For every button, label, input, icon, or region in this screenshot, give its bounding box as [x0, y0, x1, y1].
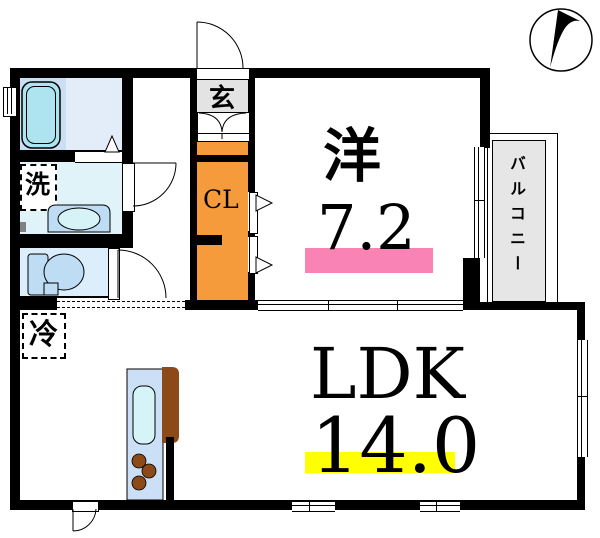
wall-west — [10, 68, 20, 510]
wall-closet-east-c — [248, 272, 255, 310]
label-ldk-area: 14.0 — [311, 401, 481, 490]
closet-door-leaf-1 — [249, 192, 258, 234]
shoe-cabinet — [197, 112, 250, 135]
service-door-arc — [72, 508, 97, 532]
washer-space — [20, 164, 57, 211]
ldk-area-highlight — [305, 452, 455, 473]
bathroom-tub-zone — [20, 78, 66, 150]
toilet-room-south-line — [20, 296, 118, 298]
closet-door-leaf-2 — [249, 236, 258, 274]
label-ldk: LDK — [310, 333, 465, 415]
western-room-area-highlight — [305, 248, 433, 273]
room-sliding-partition — [258, 300, 463, 311]
bath-window — [3, 87, 17, 117]
label-western-room: 洋 — [323, 122, 382, 190]
hall-ldk-opening — [57, 301, 185, 308]
north-compass-icon — [529, 8, 593, 72]
wall-closet-east-b — [248, 231, 255, 237]
kitchen-wall-stub — [166, 437, 174, 501]
label-closet: CL — [203, 185, 239, 214]
ldk-south-window-2 — [420, 501, 460, 512]
label-western-room-area: 7.2 — [317, 191, 416, 264]
bath-door-opening — [75, 151, 122, 163]
kitchen-counter — [126, 368, 164, 501]
wall-closet-stub — [192, 235, 222, 245]
label-entrance: 玄 — [209, 84, 236, 114]
entry-door-arc — [196, 21, 244, 69]
washroom-door-leaf — [122, 163, 135, 212]
closet-shelf — [197, 140, 248, 155]
wall-stub-under-balcony — [463, 258, 480, 302]
label-refrigerator: 冷 — [29, 317, 59, 351]
wall-top-right — [248, 68, 490, 78]
balcony-window — [474, 147, 485, 258]
wall-ldk-top-right — [463, 302, 585, 310]
entrance-step — [197, 133, 250, 142]
wall-closet-divider — [192, 155, 255, 162]
toilet-door-arc — [117, 249, 167, 299]
closet — [197, 162, 248, 300]
washroom-door-arc — [132, 162, 177, 207]
refrigerator-space — [22, 313, 66, 359]
wall-toilet-south — [10, 298, 57, 310]
wall-closet-south — [185, 300, 260, 310]
kitchen-side-panel — [162, 367, 179, 443]
wall-top-left — [10, 68, 196, 78]
label-washer: 洗 — [25, 170, 51, 199]
wall-wash-toilet-divider — [10, 234, 133, 248]
toilet-door-leaf — [108, 248, 120, 300]
wall-hall-bath — [122, 68, 133, 152]
wall-closet-east-a — [248, 77, 255, 192]
label-balcony: バルコニー — [507, 155, 526, 280]
balcony — [492, 140, 546, 302]
service-door-leaf — [72, 501, 99, 512]
toilet-room — [20, 248, 108, 298]
pillar-block — [16, 222, 26, 232]
wall-closet-west — [190, 77, 197, 310]
closet-door-swing-icons — [255, 194, 274, 274]
ldk-south-window-1 — [292, 501, 335, 512]
ldk-east-window — [577, 340, 588, 457]
wall-east-upper — [480, 68, 490, 148]
entry-door-leaf — [196, 68, 250, 80]
bathroom-shower-zone — [66, 78, 123, 150]
